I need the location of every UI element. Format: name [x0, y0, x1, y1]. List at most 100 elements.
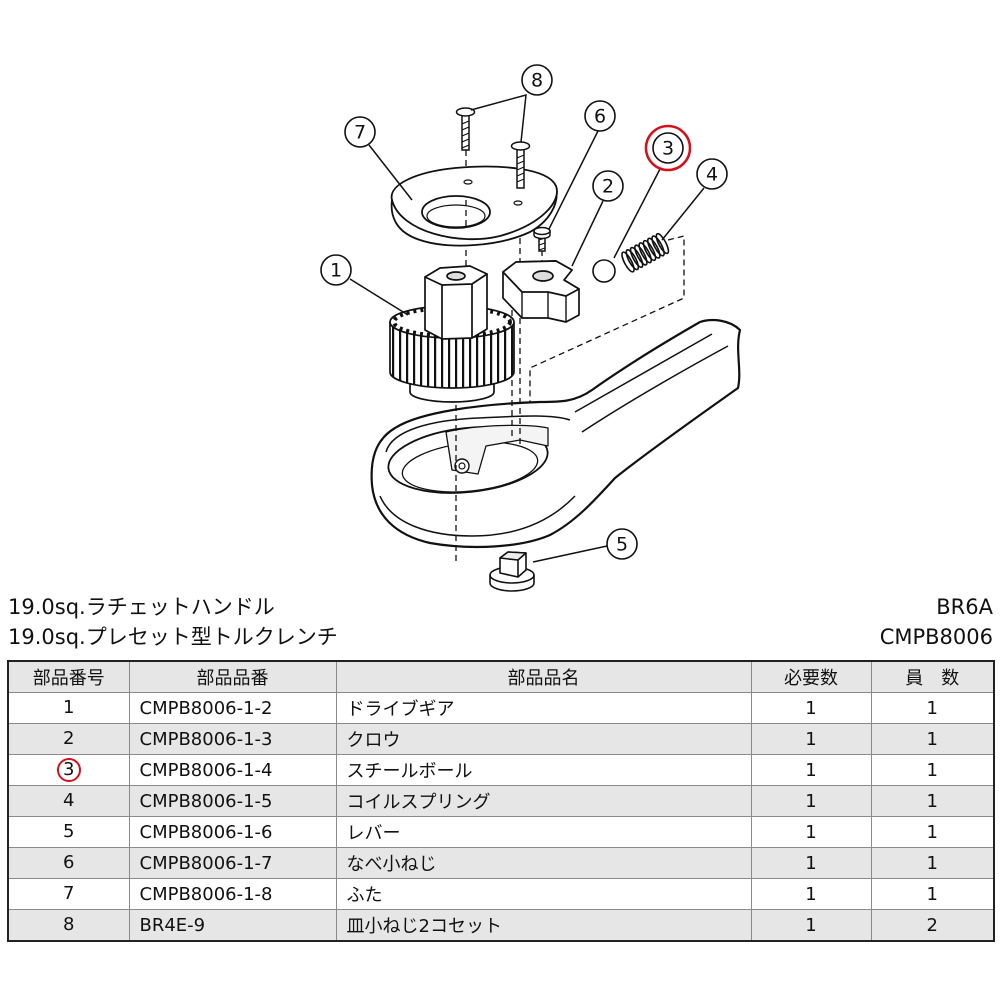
- spring-coil: [634, 244, 648, 266]
- cell-part-no: 5: [7, 816, 130, 848]
- leader-line-2: [571, 200, 604, 267]
- callout-circle: [584, 100, 616, 132]
- callout-circle: [320, 254, 352, 286]
- gear-body: [389, 321, 515, 389]
- part-cover-plate: [390, 165, 558, 247]
- gear-teeth-rim: [392, 306, 512, 338]
- callout-label: 3: [662, 138, 674, 160]
- part-coil-spring: [621, 232, 670, 273]
- callout-label: 5: [616, 534, 628, 556]
- cell-required: 1: [750, 909, 872, 942]
- header-required: 必要数: [750, 660, 872, 693]
- wrench-head: [370, 319, 742, 549]
- spring-coil: [625, 249, 640, 271]
- part-pan-screw: [533, 226, 551, 252]
- wrench-pawl-pocket: [445, 424, 549, 475]
- cell-part-name: スチールボール: [335, 754, 752, 786]
- product-title-line1: 19.0sq.ラチェットハンドル: [8, 595, 275, 619]
- cell-quantity: 1: [870, 723, 995, 755]
- cell-part-name: ふた: [335, 878, 752, 910]
- callout-highlight-ring: [644, 124, 692, 172]
- callout-circle: [606, 528, 638, 560]
- spring-coil: [651, 235, 665, 257]
- cell-quantity: 1: [870, 878, 995, 910]
- lever-block-top: [499, 551, 527, 561]
- callout-circle: [696, 158, 728, 190]
- callout-8: 8: [521, 64, 553, 96]
- part-no-value: 6: [63, 852, 75, 873]
- part-claw: [502, 260, 580, 323]
- callout-label: 1: [330, 260, 342, 282]
- part-no-value: 5: [63, 821, 75, 842]
- wrench-handle-inner-edge: [574, 333, 713, 413]
- plate-center-hole: [421, 195, 491, 229]
- cell-required: 1: [750, 816, 872, 848]
- leader-line-1: [349, 278, 409, 316]
- callout-4: 4: [696, 158, 728, 190]
- callout-6: 6: [584, 100, 616, 132]
- cell-required: 1: [750, 878, 872, 910]
- callout-2: 2: [592, 170, 624, 202]
- cell-required: 1: [750, 754, 872, 786]
- square-drive-hole: [446, 271, 466, 281]
- parts-table: 部品番号 部品品番 部品品名 必要数 員 数 1 CMPB8006-1-2 ドラ…: [7, 660, 995, 942]
- table-row: 2 CMPB8006-1-3 クロウ 1 1: [7, 723, 995, 755]
- cell-part-number: BR4E-9: [128, 909, 337, 942]
- part-lever: [489, 551, 535, 592]
- part-no-value: 8: [63, 914, 75, 935]
- model-code-line1: BR6A: [936, 595, 993, 619]
- callout-label: 4: [706, 164, 718, 186]
- callout-3: 3: [644, 124, 692, 172]
- cell-part-name: クロウ: [335, 723, 752, 755]
- screw-b-head: [510, 141, 531, 151]
- claw-hole: [532, 270, 554, 282]
- cell-required: 1: [750, 785, 872, 817]
- cell-part-no: 1: [7, 692, 130, 724]
- cell-quantity: 1: [870, 847, 995, 879]
- spring-coil: [638, 242, 653, 264]
- leader-lines: [349, 93, 705, 563]
- header-part-no: 部品番号: [7, 660, 130, 693]
- leader-line-7: [368, 144, 413, 201]
- part-flat-screws: [455, 107, 531, 189]
- cell-part-no: 7: [7, 878, 130, 910]
- spring-coil: [629, 246, 644, 269]
- table-row: 3 CMPB8006-1-4 スチールボール 1 1: [7, 754, 995, 786]
- spring-coil: [655, 232, 670, 255]
- assembly-line-spring: [529, 235, 685, 402]
- table-row: 4 CMPB8006-1-5 コイルスプリング 1 1: [7, 785, 995, 817]
- spring-coil: [642, 239, 657, 262]
- part-no-value: 3: [56, 758, 81, 782]
- callout-7: 7: [344, 116, 376, 148]
- callout-circle: [592, 170, 624, 202]
- header-part-name: 部品品名: [335, 660, 752, 693]
- callout-label: 6: [594, 106, 606, 128]
- cell-part-no: 3: [7, 754, 130, 786]
- part-drive-gear: [389, 265, 515, 403]
- screw-a-threads: [461, 120, 470, 149]
- leader-line-5: [532, 545, 608, 563]
- spring-coil: [621, 251, 635, 273]
- part-no-value: 2: [63, 728, 75, 749]
- table-row: 5 CMPB8006-1-6 レバー 1 1: [7, 816, 995, 848]
- header-row: 部品番号 部品品番 部品品名 必要数 員 数: [7, 660, 995, 693]
- callout-1: 1: [320, 254, 352, 286]
- cell-part-name: コイルスプリング: [335, 785, 752, 817]
- callout-circle: [652, 132, 684, 164]
- cell-part-no: 2: [7, 723, 130, 755]
- part-steel-ball: [592, 259, 616, 283]
- screw-a-head: [455, 107, 476, 117]
- cell-part-number: CMPB8006-1-4: [128, 754, 337, 786]
- leader-line-4: [661, 187, 705, 241]
- plate-center-hole-inner: [426, 204, 486, 228]
- cell-part-no: 4: [7, 785, 130, 817]
- cell-part-number: CMPB8006-1-6: [128, 816, 337, 848]
- parts-table-body: 1 CMPB8006-1-2 ドライブギア 1 1 2 CMPB8006-1-3…: [7, 692, 995, 942]
- plate-screw-hole-right: [513, 200, 523, 206]
- header-quantity: 員 数: [870, 660, 995, 693]
- part-no-value: 7: [63, 883, 75, 904]
- pan-screw-head-top: [533, 226, 551, 236]
- leader-line-8: [470, 93, 527, 143]
- cell-part-number: CMPB8006-1-5: [128, 785, 337, 817]
- leader-line-3: [613, 168, 661, 259]
